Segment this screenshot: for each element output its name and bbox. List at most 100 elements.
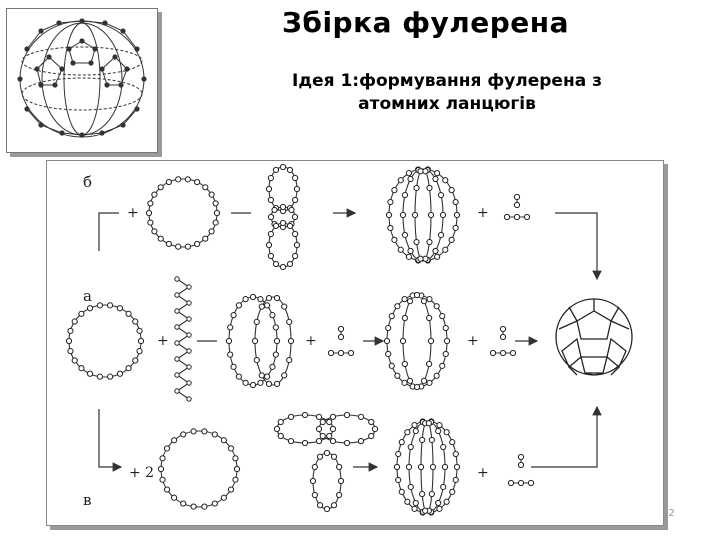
atom-dot [338,350,343,355]
atom-dot [320,419,325,424]
atom-dot [427,185,432,190]
atom-dot [221,438,226,443]
atom-dot [231,364,236,369]
atom-dot [414,239,419,244]
atom-dot [87,371,92,376]
atom-dot [412,423,417,428]
atom-dot [233,477,238,482]
atom-dot [427,297,432,302]
atom-dot [118,82,123,87]
atom-dot [504,214,509,219]
atom-dot [266,186,271,191]
atom-dot [327,419,332,424]
atom-dot [384,338,389,343]
atom-dot [268,197,273,202]
atom-dot [408,248,413,253]
atom-dot [327,433,332,438]
atom-dot [172,495,177,500]
atom-dot [395,304,400,309]
atom-dot [117,371,122,376]
row-label-v: в [83,491,91,509]
atom-dot [427,315,432,320]
cage-shell-inner [409,421,445,513]
atom-dot [405,499,410,504]
atom-dot [435,254,440,259]
half-cage [255,297,291,385]
atom-dot [406,171,411,176]
atom-dot [389,314,394,319]
atom-dot [70,60,75,65]
atom-dot [38,82,43,87]
atom-dot [316,414,321,419]
atom-dot [158,466,163,471]
atom-dot [348,350,353,355]
row-label-a: а [83,287,92,305]
atom-dot [358,439,363,444]
atom-dot [453,199,458,204]
atom-dot [137,349,142,354]
atom-dot [187,349,191,353]
atom-dot [514,214,519,219]
atom-dot [500,350,505,355]
atom-dot [108,374,113,379]
atom-dot [436,428,441,433]
atom-dot [302,412,307,417]
atom-dot [444,338,449,343]
atom-dot [396,477,401,482]
atom-dot [265,303,270,308]
atom-dot [392,237,397,242]
atom-dot [438,232,443,237]
atom-dot [288,414,293,419]
atom-dot [187,381,191,385]
atom-dot [418,169,423,174]
atom-dot [414,292,419,297]
assembly-diagram: б а в + + + + + + 2 + [47,161,663,525]
cage-shell-inner [403,169,443,261]
atom-dot [213,220,218,225]
atom-dot [518,454,523,459]
atom-dot [175,325,179,329]
atom-dot [388,199,393,204]
atom-dot [191,504,196,509]
atom-dot [185,244,190,249]
atom-dot [176,177,181,182]
atom-dot [133,319,138,324]
atom-dot [214,210,219,215]
atom-dot [185,177,190,182]
atom-dot [228,487,233,492]
atom-dot [172,438,177,443]
atom-dot [293,175,298,180]
atom-dot [453,477,458,482]
atom-dot [514,202,519,207]
atom-dot [152,229,157,234]
atom-dot [293,231,298,236]
atom-dot [293,197,298,202]
atom-dot [398,178,403,183]
atom-dot [316,439,321,444]
atom-dot [426,421,431,426]
atom-dot [399,489,404,494]
atom-dot [407,299,412,304]
atom-dot [396,451,401,456]
atom-dot [444,499,449,504]
atom-dot [386,325,391,330]
atom-ring-lobe [277,415,333,443]
atom-dot [338,334,343,339]
atom-dot [236,374,241,379]
atom-dot [266,296,271,301]
atom-dot [209,229,214,234]
connector-top-right [555,213,597,279]
atom-dot [423,256,428,261]
plus-sign: + [467,333,479,349]
atom-dot [369,433,374,438]
atom-dot [420,437,425,442]
atom-dot [288,338,293,343]
atom-dot [148,201,153,206]
atom-dot [402,297,407,302]
atom-dot [258,380,263,385]
atom-dot [133,358,138,363]
atom-dot [72,358,77,363]
atom-dot [293,253,298,258]
atom-dot [328,350,333,355]
atom-dot [287,167,292,172]
